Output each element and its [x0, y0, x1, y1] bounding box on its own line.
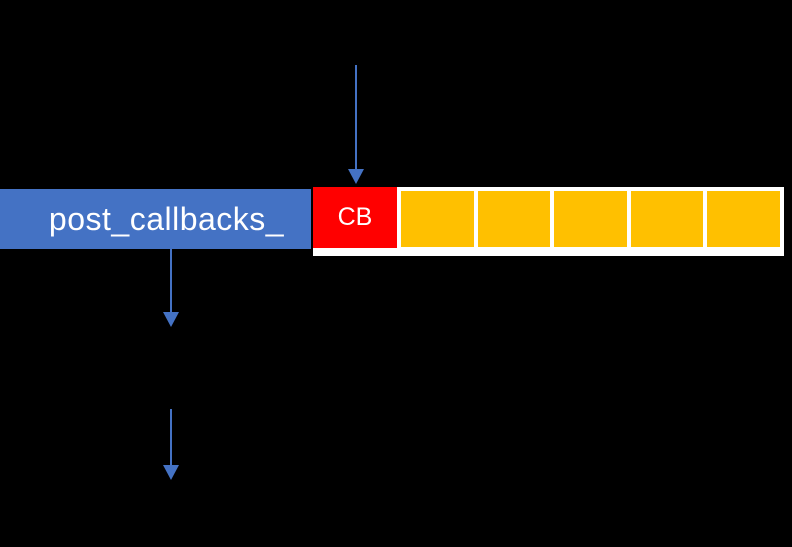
down-arrow-below-label-lower-icon: [163, 409, 179, 480]
array-cell: [554, 191, 627, 247]
cb-cell: CB: [313, 187, 397, 248]
array-cell: [707, 191, 780, 247]
array-cell: [477, 191, 551, 247]
down-arrow-to-cb-icon: [348, 65, 364, 184]
down-arrow-below-label-upper-icon: [163, 249, 179, 327]
array-cell-row: [401, 191, 780, 247]
post-callbacks-label: post_callbacks_: [48, 200, 285, 237]
cb-cell-label: CB: [337, 203, 373, 231]
array-cell: [630, 191, 704, 247]
post-callbacks-label-box: post_callbacks_: [0, 189, 311, 249]
array-cell: [401, 191, 474, 247]
